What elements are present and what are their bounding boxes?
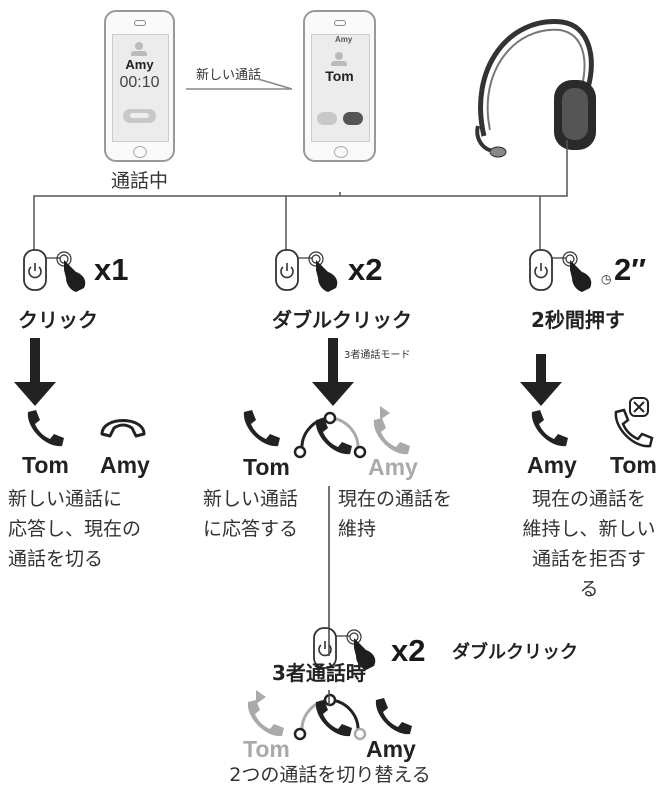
three-way-action: ダブルクリック (452, 642, 578, 663)
caller-name-tom: Tom (610, 452, 657, 478)
incoming-caller-name: Tom (325, 68, 354, 84)
held-call-icon (247, 700, 284, 737)
three-way-count: x2 (391, 633, 426, 668)
phone-incoming-call: Amy Tom (303, 10, 376, 162)
finger-press-icon (56, 251, 86, 292)
power-button-icon (313, 627, 376, 670)
description-click: 新しい通話に 応答し、現在の 通話を切る (8, 488, 142, 570)
click-count-x2: x2 (348, 252, 383, 287)
play-triangle-icon (380, 406, 390, 420)
finger-press-icon (308, 251, 338, 292)
click-count-x1: x1 (94, 252, 129, 287)
active-call-icon (315, 418, 352, 455)
answer-button-icon (343, 112, 363, 125)
person-icon (335, 52, 343, 60)
held-caller-name: Amy (335, 35, 353, 44)
caller-name-tom: Tom (22, 452, 69, 478)
caller-name-amy: Amy (100, 452, 150, 478)
play-triangle-icon (256, 690, 266, 704)
person-icon (135, 42, 143, 50)
phone-home-button (334, 146, 348, 158)
headset-illustration (475, 19, 596, 158)
new-call-label: 新しい通話 (196, 68, 262, 83)
decline-button-icon (317, 112, 337, 125)
timer-small-icon: ◷ (601, 272, 612, 286)
caller-name: Amy (125, 57, 154, 72)
caller-name-tom: Tom (243, 454, 290, 480)
action-click: クリック (18, 308, 98, 332)
three-way-caption: 2つの通話を切り替える (229, 764, 431, 786)
action-hold: 2秒間押す (531, 308, 625, 332)
phone-left-caption: 通話中 (110, 170, 168, 192)
phone-speaker (334, 20, 346, 26)
held-call-icon (373, 418, 410, 455)
caller-name-tom: Tom (243, 736, 290, 762)
answer-call-icon (243, 410, 280, 447)
finger-press-icon (562, 251, 592, 292)
answer-call-icon (27, 410, 64, 447)
caller-name-amy: Amy (366, 736, 416, 762)
hold-duration: 2″ (614, 252, 647, 287)
action-double-click: ダブルクリック (272, 308, 412, 332)
active-call-icon (315, 700, 352, 737)
caller-name-amy: Amy (368, 454, 418, 480)
description-double-click-left: 新しい通話 に応答する (203, 488, 299, 540)
swap-ring-icon (293, 411, 367, 459)
reject-x-mark (633, 401, 645, 413)
phone-speaker (134, 20, 146, 26)
hang-up-icon (100, 419, 146, 438)
call-timer: 00:10 (119, 74, 160, 91)
active-call-icon (375, 698, 412, 735)
power-button-icon (23, 249, 86, 292)
swap-ring-icon (293, 693, 367, 741)
caller-name-amy: Amy (527, 452, 577, 478)
reject-call-icon (614, 408, 654, 448)
three-way-mode-note: 3者通話モード (344, 350, 411, 361)
active-call-icon (531, 410, 568, 447)
description-double-click-right: 現在の通話を 維持 (338, 488, 453, 540)
phone-home-button (133, 146, 147, 158)
phone-active-call: Amy 00:10 (104, 10, 175, 162)
power-button-icon (275, 249, 338, 292)
three-way-heading: 3者通話時 (272, 661, 366, 685)
description-hold: 現在の通話を 維持し、新しい 通話を拒否す る (522, 488, 656, 600)
power-button-icon (529, 249, 592, 292)
finger-press-icon (346, 629, 376, 670)
